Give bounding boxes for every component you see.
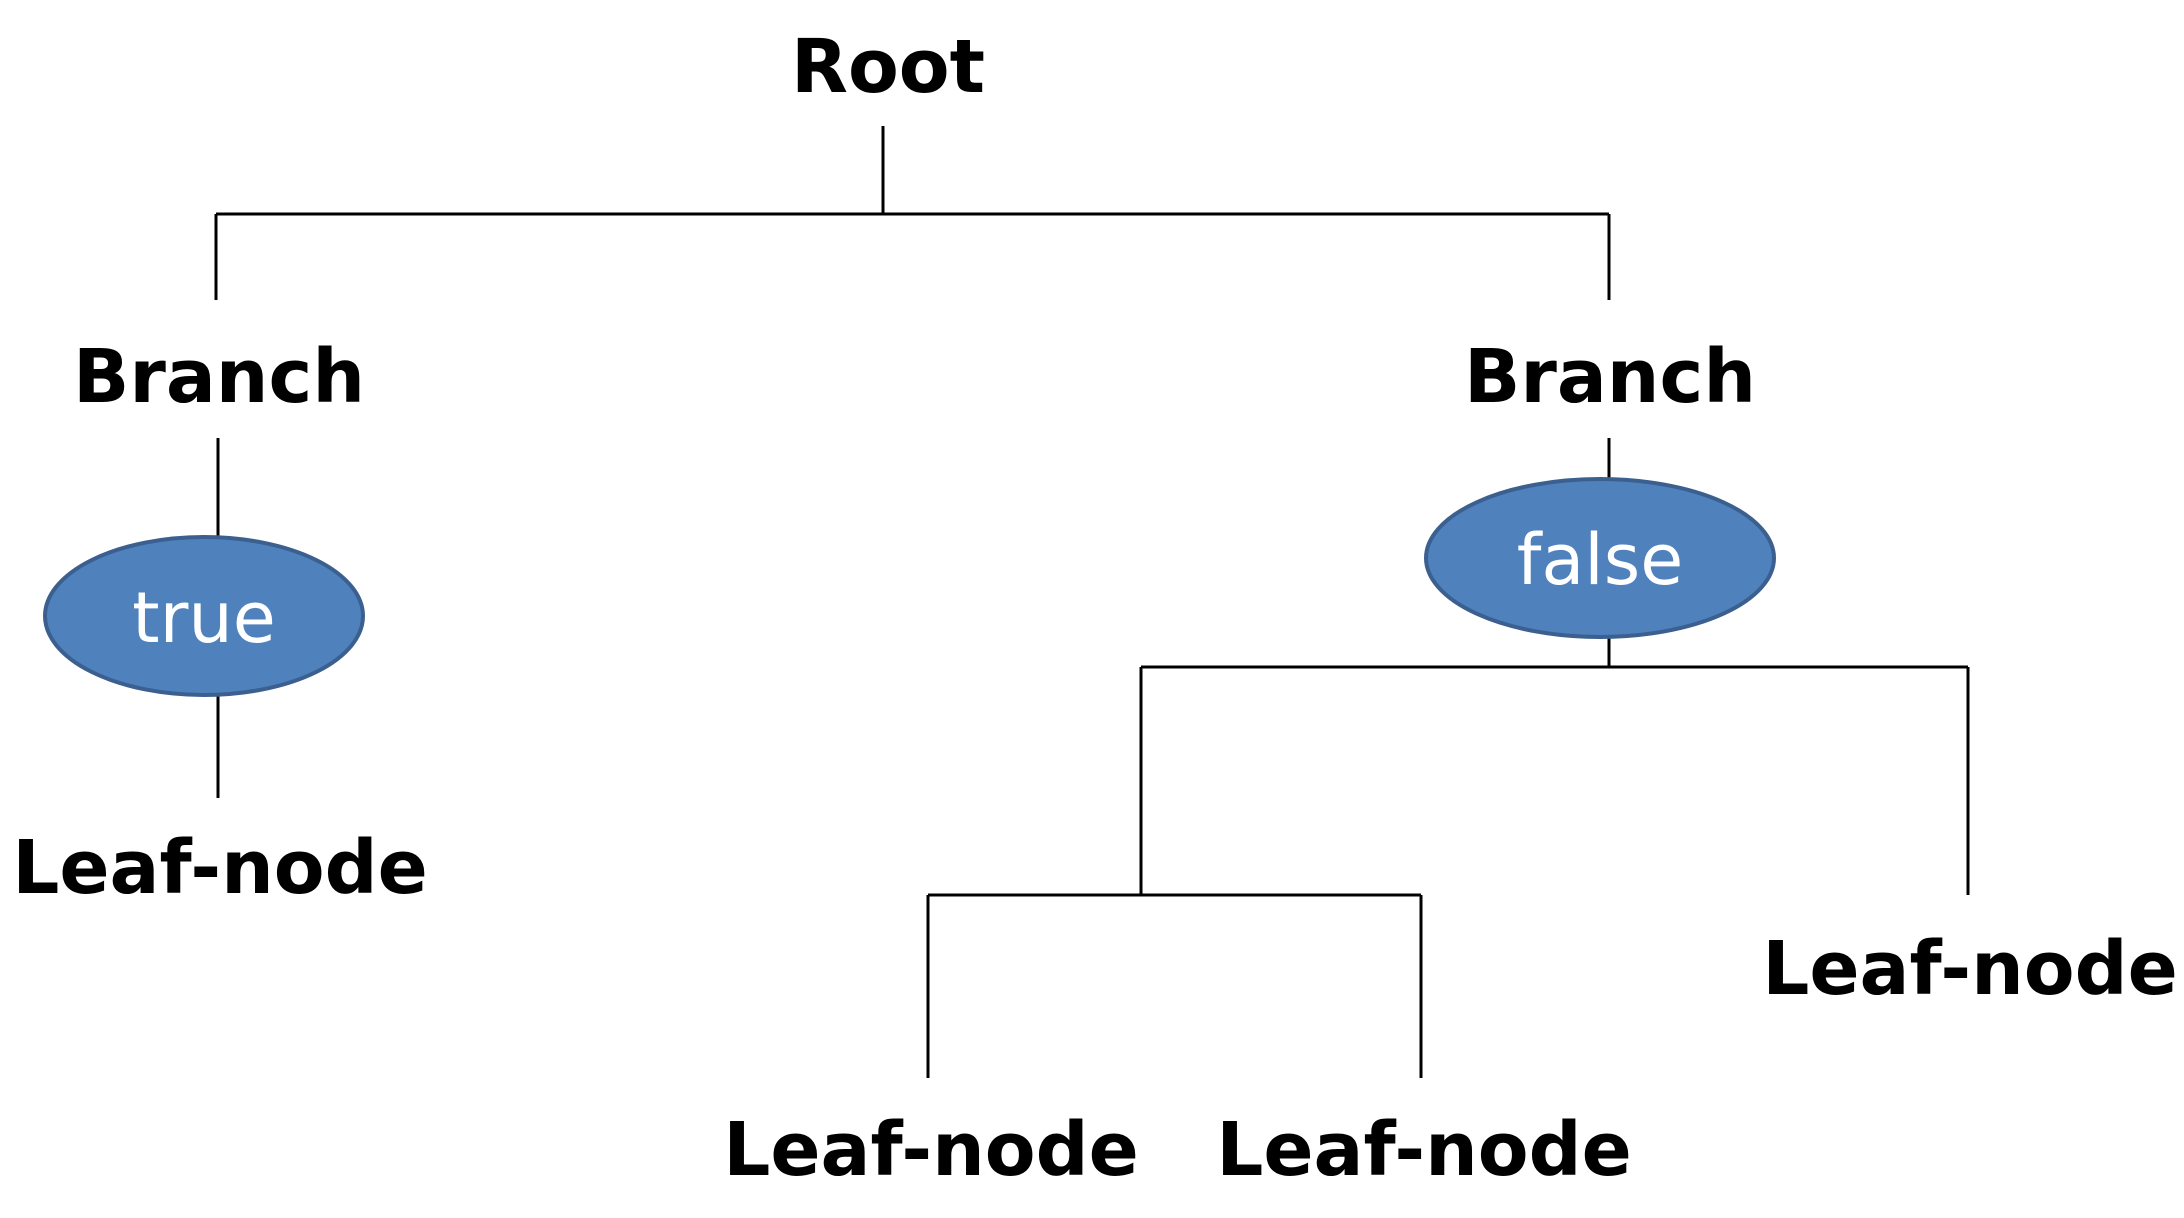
left-leaf-node-label: Leaf-node	[12, 825, 428, 911]
right-inner-left-leaf-node-label: Leaf-node	[723, 1107, 1139, 1193]
false-badge-shape	[1424, 477, 1776, 639]
false-condition-badge: false	[1424, 477, 1776, 639]
left-branch-node-label: Branch	[73, 334, 365, 420]
right-inner-right-leaf-node-label: Leaf-node	[1216, 1107, 1632, 1193]
false-badge-label: false	[1517, 519, 1684, 601]
true-condition-badge: true	[43, 535, 365, 697]
true-badge-shape	[43, 535, 365, 697]
true-badge-label: true	[132, 577, 276, 659]
right-branch-node-label: Branch	[1464, 334, 1756, 420]
root-node-label: Root	[791, 24, 985, 110]
right-outer-leaf-node-label: Leaf-node	[1762, 926, 2178, 1012]
tree-edges	[214, 126, 1970, 1078]
